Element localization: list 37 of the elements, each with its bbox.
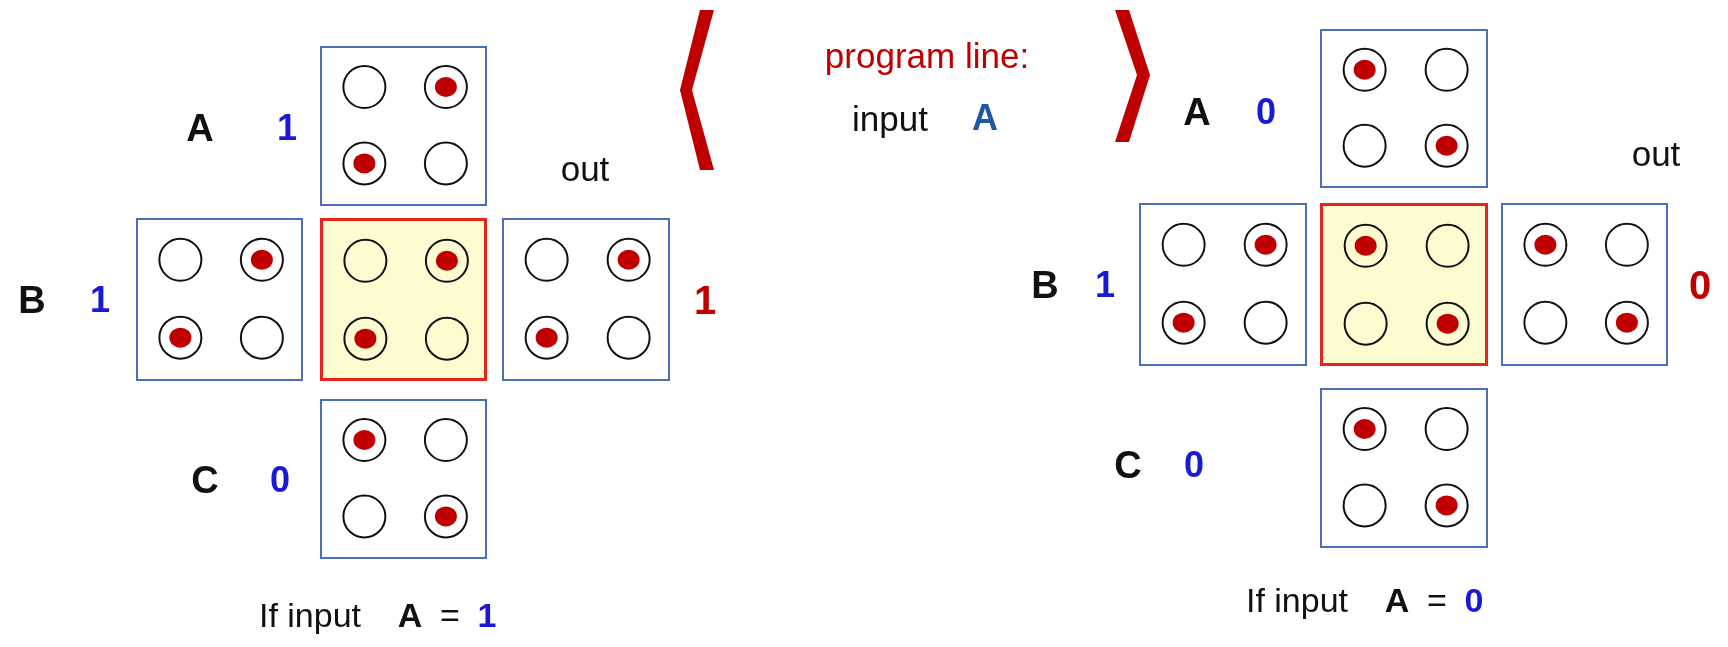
- input-value: 1: [277, 110, 297, 146]
- caption-text: =: [1427, 583, 1447, 617]
- heading-text: program line:: [824, 37, 1030, 73]
- input-name: C: [191, 461, 219, 499]
- input-name: A: [1183, 93, 1211, 131]
- cell-box: [320, 46, 487, 206]
- cell-box: [320, 399, 487, 559]
- output-label: out: [560, 150, 610, 186]
- input-value: 0: [1464, 583, 1484, 617]
- input-name: A: [1384, 583, 1410, 617]
- input-name: A: [397, 598, 423, 632]
- input-name: A: [972, 100, 998, 136]
- input-value: 1: [1095, 267, 1115, 303]
- highlighted-cell-box: [1320, 203, 1488, 366]
- highlighted-cell-box: [320, 218, 487, 381]
- caption-text: If input: [1245, 583, 1349, 617]
- input-value: 0: [270, 462, 290, 498]
- input-value: 0: [1256, 94, 1276, 130]
- cell-box: [502, 218, 670, 381]
- input-value: 1: [90, 282, 110, 318]
- input-value: 1: [477, 598, 497, 632]
- caption-text: If input: [258, 598, 362, 632]
- output-value: 0: [1688, 265, 1712, 305]
- input-name: A: [186, 109, 214, 147]
- cell-box: [1320, 29, 1488, 188]
- program-text: input: [852, 100, 928, 136]
- output-value: 1: [693, 280, 717, 320]
- caption-text: =: [440, 598, 460, 632]
- input-value: 0: [1184, 447, 1204, 483]
- cell-box: [1501, 203, 1668, 366]
- cell-box: [1139, 203, 1307, 366]
- cell-box: [1320, 388, 1488, 548]
- input-name: B: [1031, 266, 1059, 304]
- input-name: B: [18, 281, 46, 319]
- input-name: C: [1114, 446, 1142, 484]
- output-label: out: [1631, 135, 1681, 171]
- cell-box: [136, 218, 303, 381]
